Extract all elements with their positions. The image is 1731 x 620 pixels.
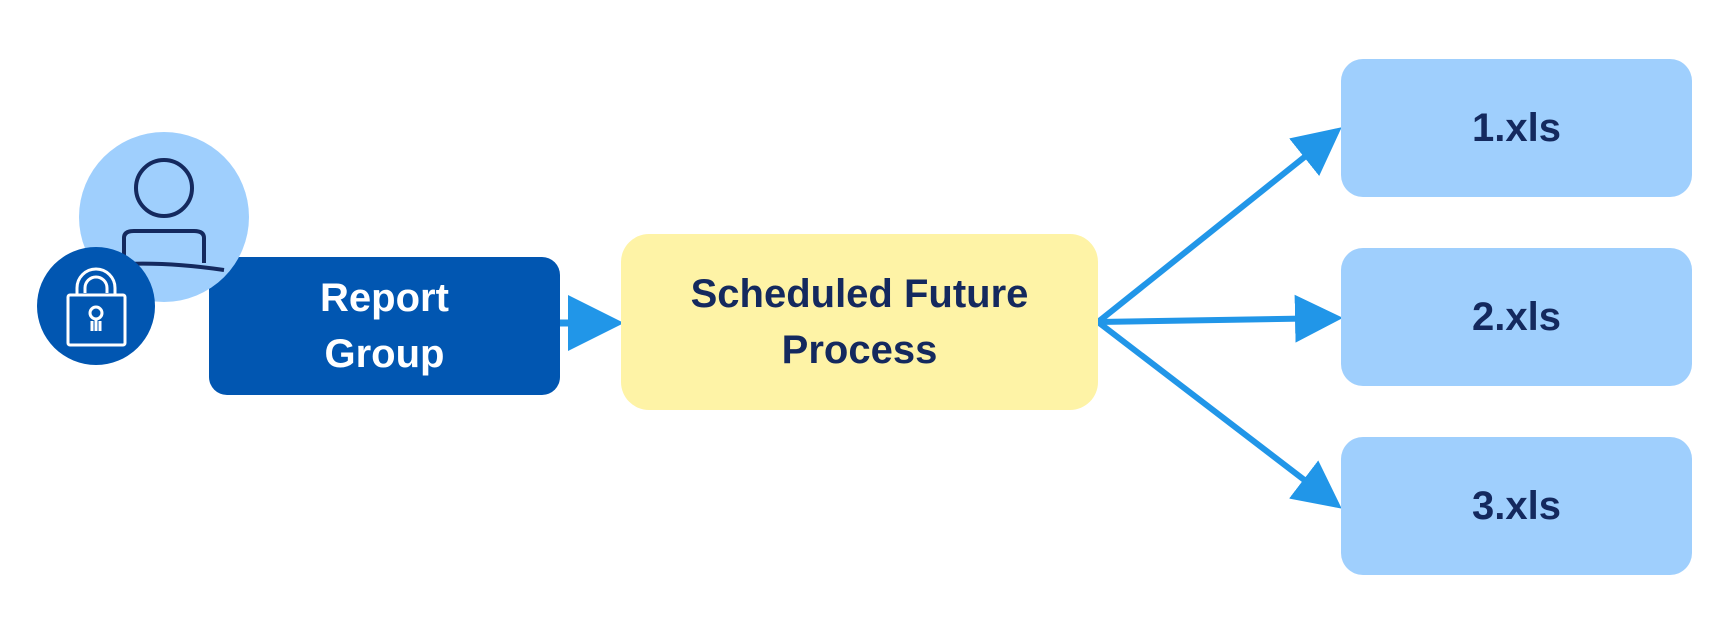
output-file-label: 3.xls <box>1472 483 1561 528</box>
arrow-process-to-file1 <box>1096 127 1342 325</box>
report-group-node: Report Group <box>209 257 560 395</box>
output-file-node-3: 3.xls <box>1341 437 1692 575</box>
arrow-process-to-file3 <box>1096 319 1342 509</box>
output-file-label: 1.xls <box>1472 105 1561 150</box>
output-file-node-1: 1.xls <box>1341 59 1692 197</box>
scheduled-process-label: Scheduled Future Process <box>690 272 1029 372</box>
report-group-label: Report Group <box>320 276 449 376</box>
output-file-node-2: 2.xls <box>1341 248 1692 386</box>
output-file-label: 2.xls <box>1472 294 1561 339</box>
lock-icon <box>37 247 155 365</box>
arrow-process-to-file2 <box>1097 294 1343 343</box>
scheduled-process-node: Scheduled Future Process <box>621 234 1098 410</box>
